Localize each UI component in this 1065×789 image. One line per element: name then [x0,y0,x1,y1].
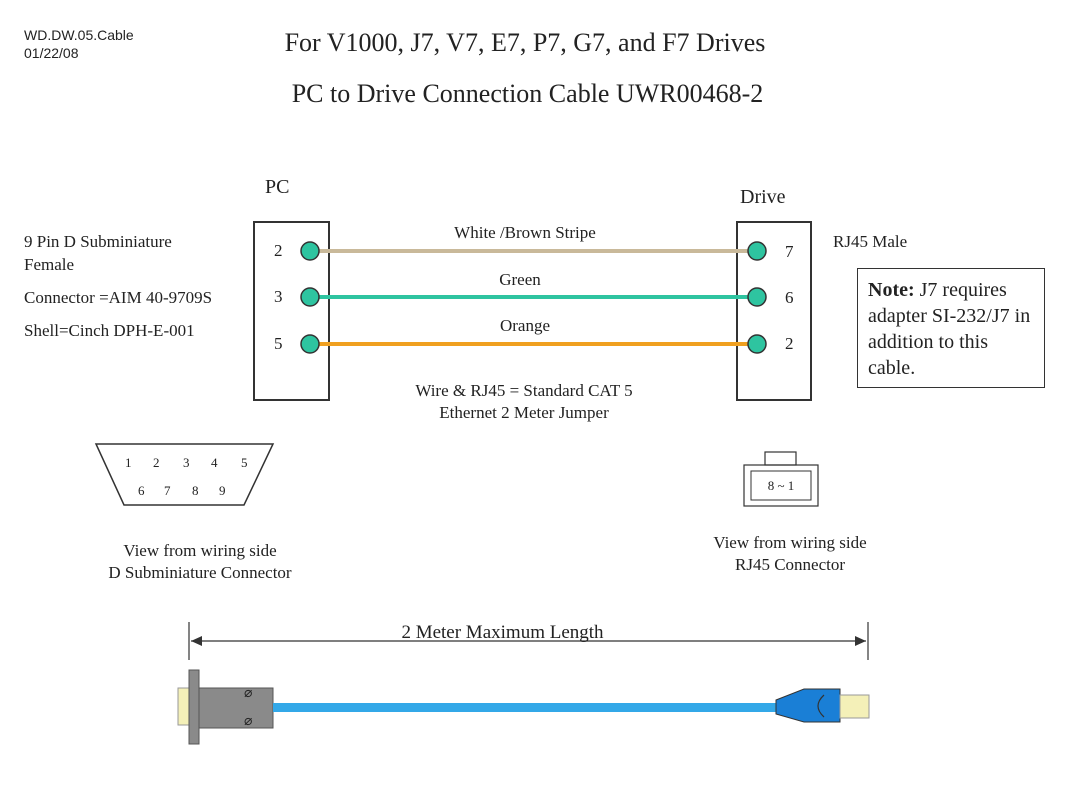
rj45-latch-outline [764,451,797,466]
pc-label: PC [265,176,290,198]
rj45-plug-illustration [775,688,841,723]
pc-pin-5-dot [300,334,320,354]
dsub-pin-number: 2 [153,455,160,470]
dsub-pin-number: 8 [192,483,199,498]
dsub-pin-number: 3 [183,455,190,470]
cable-length-label: 2 Meter Maximum Length [401,622,604,643]
cable-illustration [273,703,776,712]
pc-pin-label: 5 [274,334,283,353]
note-text: J7 requires adapter SI-232/J7 in additio… [868,279,1031,379]
page-subtitle: PC to Drive Connection Cable UWR00468-2 [291,79,764,108]
rj45-pin-area [750,470,812,501]
document-id-block: WD.DW.05.Cable 01/22/08 [24,26,134,62]
pc-connector-part: Connector =AIM 40-9709S [24,288,213,307]
wire-spec-line1: Wire & RJ45 = Standard CAT 5 [415,381,633,400]
note-heading: Note: [868,279,915,301]
pc-connector-gender: Female [24,255,75,274]
dsub-view-caption: D Subminiature Connector [108,563,292,582]
page-title: For V1000, J7, V7, E7, P7, G7, and F7 Dr… [284,28,766,57]
drive-label: Drive [740,186,786,208]
dsub-view-caption: View from wiring side [123,541,277,560]
document-id: WD.DW.05.Cable [24,27,134,43]
rj45-contact-illustration [839,694,870,719]
screw-icon: ⌀ [244,713,253,729]
pc-pin-label: 3 [274,287,283,306]
rj45-view-caption: View from wiring side [713,533,867,552]
dsub-connector-outline [94,443,275,506]
drive-connector-type: RJ45 Male [833,232,908,251]
drive-pin-label: 6 [785,288,794,307]
pc-connector-box [253,221,330,401]
dsub-pin-number: 1 [125,455,132,470]
dsub-pin-number: 4 [211,455,218,470]
drive-pin-7-dot [747,241,767,261]
pc-pin-2-dot [300,241,320,261]
dsub-pin-number: 9 [219,483,226,498]
wire-spec-line2: Ethernet 2 Meter Jumper [439,403,609,422]
dsub-pin-number: 5 [241,455,248,470]
pc-pin-3-dot [300,287,320,307]
rj45-body-outline [743,464,819,507]
pc-pin-label: 2 [274,241,283,260]
document-date: 01/22/08 [24,45,79,61]
note-box: Note: J7 requires adapter SI-232/J7 in a… [857,268,1045,388]
rj45-view-caption: RJ45 Connector [734,555,846,574]
wire-label: Orange [499,316,551,335]
drive-connector-box [736,221,812,401]
dsub-pin-number: 7 [164,483,171,498]
rj45-plug-detail [817,694,825,718]
wire-label: White /Brown Stripe [454,223,596,242]
dsub-flange-illustration [188,669,200,745]
dimension-right-arrow [855,636,866,646]
pc-connector-type: 9 Pin D Subminiature [24,232,172,251]
drive-pin-label: 7 [785,242,794,261]
rj45-pin-range: 8 ~ 1 [767,478,795,493]
drive-pin-2-dot [747,334,767,354]
dimension-left-arrow [191,636,202,646]
screw-icon: ⌀ [244,685,253,701]
pc-shell-part: Shell=Cinch DPH-E-001 [24,321,195,340]
drive-pin-6-dot [747,287,767,307]
dsub-pin-number: 6 [138,483,145,498]
drive-pin-label: 2 [785,334,794,353]
dsub-shell-illustration [198,687,274,729]
wire-label: Green [499,270,541,289]
